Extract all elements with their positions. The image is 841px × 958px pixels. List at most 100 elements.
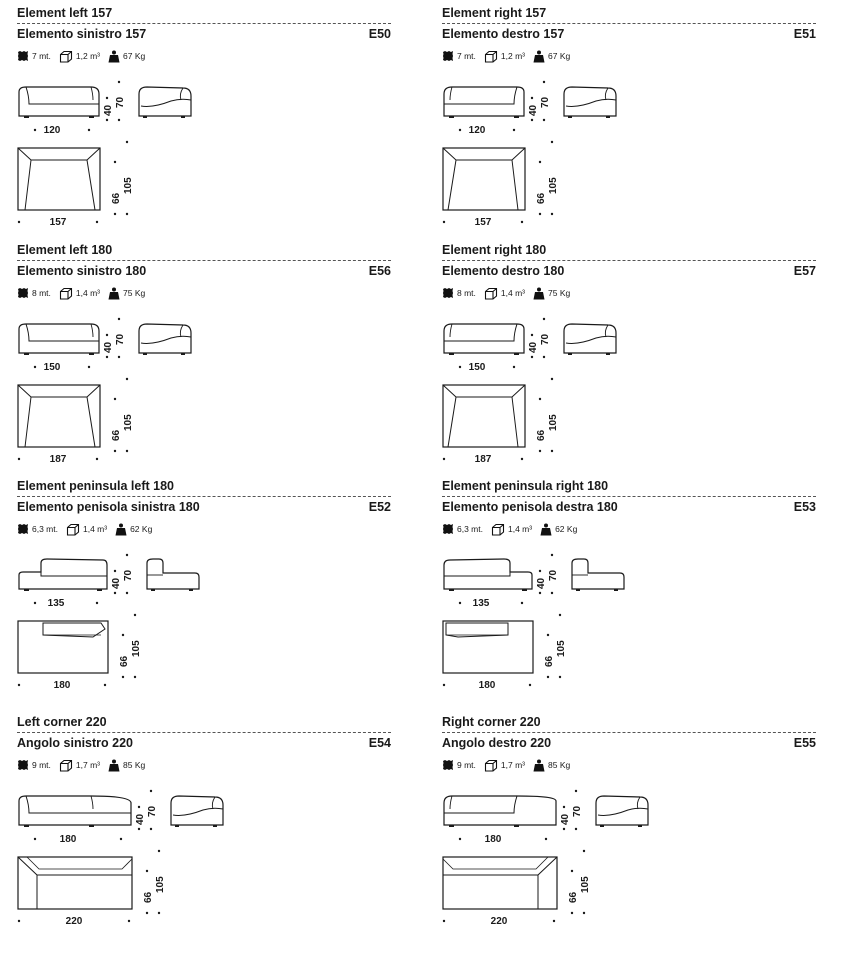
dimension-marker: [558, 675, 562, 679]
product-code: E55: [793, 736, 816, 750]
title-italian: Elemento penisola sinistra 180: [17, 500, 200, 514]
dimension-marker: [105, 96, 109, 100]
divider: [442, 260, 816, 261]
dimension-marker: [157, 911, 161, 915]
dimension-marker: [95, 601, 99, 605]
overall-width-label: 157: [475, 217, 492, 228]
dimension-marker: [105, 118, 109, 122]
dimension-marker: [117, 317, 121, 321]
dimension-marker: [137, 827, 141, 831]
dimension-marker: [458, 365, 462, 369]
front-view: [18, 323, 100, 355]
dimension-marker: [562, 827, 566, 831]
dimension-marker: [119, 837, 123, 841]
overall-width-label: 180: [479, 680, 496, 691]
dimension-marker: [125, 449, 129, 453]
title-english: Right corner 220: [442, 715, 541, 729]
height-label: 70: [115, 96, 126, 108]
dimension-marker: [538, 160, 542, 164]
fabric-icon: [18, 288, 28, 298]
dimension-marker: [538, 397, 542, 401]
title-italian: Angolo sinistro 220: [17, 736, 133, 750]
dimension-marker: [520, 601, 524, 605]
dimension-marker: [105, 355, 109, 359]
volume-value: 1,7 m³: [75, 760, 100, 770]
fabric-value: 6,3 mt.: [32, 524, 58, 534]
dimension-marker: [542, 355, 546, 359]
depth-label: 105: [123, 414, 134, 431]
dimension-marker: [17, 683, 21, 687]
dimension-marker: [113, 591, 117, 595]
product-code: E50: [368, 27, 391, 41]
seat-depth-label: 66: [143, 891, 154, 903]
product-code: E51: [793, 27, 816, 41]
product-code: E52: [368, 500, 391, 514]
volume-box-icon: [484, 287, 497, 300]
seat-height-label: 40: [111, 577, 122, 589]
fabric-icon: [443, 760, 453, 770]
dimension-marker: [17, 457, 21, 461]
dimension-marker: [121, 675, 125, 679]
front-view: [443, 795, 557, 827]
top-view: [17, 384, 101, 448]
dimension-marker: [33, 837, 37, 841]
dimension-marker: [127, 919, 131, 923]
dimension-marker: [550, 377, 554, 381]
volume-value: 1,4 m³: [75, 288, 100, 298]
weight-icon: [540, 523, 552, 535]
depth-label: 105: [580, 876, 591, 893]
top-view: [442, 620, 534, 674]
dimension-marker: [87, 365, 91, 369]
dimension-marker: [117, 355, 121, 359]
dimension-marker: [113, 160, 117, 164]
volume-box-icon: [66, 523, 80, 536]
title-italian: Elemento penisola destra 180: [442, 500, 618, 514]
height-label: 70: [548, 569, 559, 581]
overall-width-label: 187: [50, 454, 67, 465]
dimension-marker: [538, 591, 542, 595]
dimension-marker: [512, 365, 516, 369]
dimension-marker: [95, 220, 99, 224]
title-english: Element right 157: [442, 6, 547, 20]
volume-box-icon: [491, 523, 505, 536]
front-view: [443, 86, 525, 118]
front-width-label: 120: [469, 125, 486, 136]
side-view: [138, 86, 192, 118]
dimension-marker: [530, 118, 534, 122]
depth-label: 105: [548, 177, 559, 194]
front-view: [18, 86, 100, 118]
dimension-marker: [542, 317, 546, 321]
fabric-value: 9 mt.: [457, 760, 476, 770]
front-width-label: 150: [469, 362, 486, 373]
overall-width-label: 220: [66, 916, 83, 927]
title-italian: Elemento sinistro 157: [17, 27, 147, 41]
front-width-label: 180: [485, 834, 502, 845]
height-label: 70: [115, 333, 126, 345]
weight-icon: [533, 287, 545, 299]
side-view: [170, 795, 224, 827]
front-view: [18, 795, 132, 827]
depth-label: 105: [131, 640, 142, 657]
volume-value: 1,2 m³: [500, 51, 525, 61]
dimension-marker: [570, 911, 574, 915]
dimension-marker: [528, 683, 532, 687]
title-italian: Elemento sinistro 180: [17, 264, 147, 278]
dimension-marker: [570, 869, 574, 873]
volume-value: 1,4 m³: [500, 288, 525, 298]
weight-icon: [108, 50, 120, 62]
depth-label: 105: [123, 177, 134, 194]
dimension-marker: [87, 128, 91, 132]
weight-icon: [108, 287, 120, 299]
divider: [17, 260, 391, 261]
weight-value: 67 Kg: [123, 51, 146, 61]
divider: [442, 496, 816, 497]
